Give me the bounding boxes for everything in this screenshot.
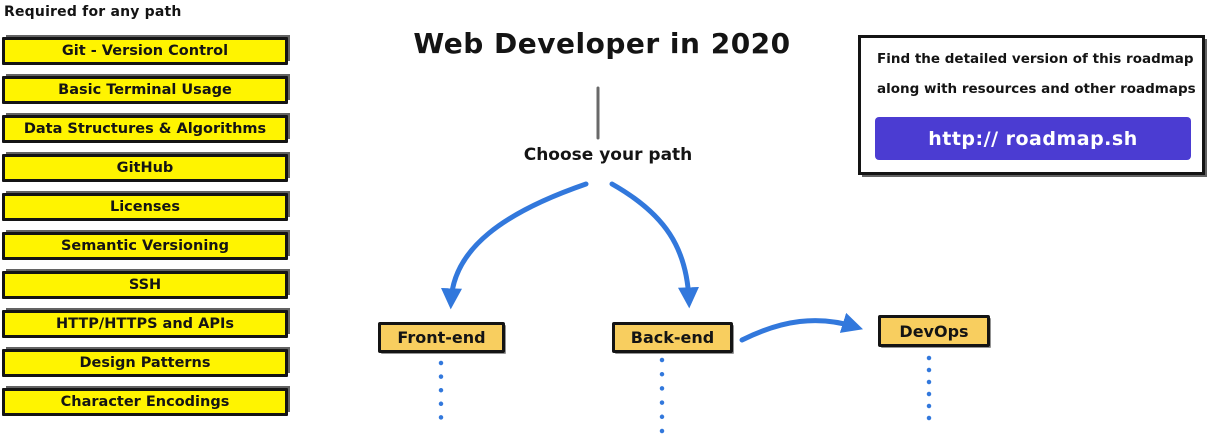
path-node-back-end[interactable]: Back-end [612,322,733,353]
choose-path-label: Choose your path [523,145,693,165]
required-topic[interactable]: GitHub [2,154,288,182]
path-node-front-end[interactable]: Front-end [378,322,505,353]
required-topic[interactable]: HTTP/HTTPS and APIs [2,310,288,338]
info-line-2: along with resources and other roadmaps [877,81,1196,97]
page-title: Web Developer in 2020 [413,27,791,60]
required-topic[interactable]: Data Structures & Algorithms [2,115,288,143]
required-topic[interactable]: SSH [2,271,288,299]
arrow-to-front-end-icon [441,181,589,310]
arrow-to-back-end-icon [609,181,699,309]
required-topic[interactable]: Basic Terminal Usage [2,76,288,104]
arrow-back-end-to-devops-icon [739,312,864,343]
required-heading: Required for any path [4,4,182,20]
roadmap-url-button[interactable]: http:// roadmap.sh [875,117,1191,160]
path-node-devops[interactable]: DevOps [878,315,990,347]
required-topic[interactable]: Design Patterns [2,349,288,377]
required-topic[interactable]: Character Encodings [2,388,288,416]
required-topic[interactable]: Licenses [2,193,288,221]
info-box: Find the detailed version of this roadma… [858,35,1205,175]
required-topic[interactable]: Git - Version Control [2,37,288,65]
info-line-1: Find the detailed version of this roadma… [877,51,1194,67]
required-topic[interactable]: Semantic Versioning [2,232,288,260]
